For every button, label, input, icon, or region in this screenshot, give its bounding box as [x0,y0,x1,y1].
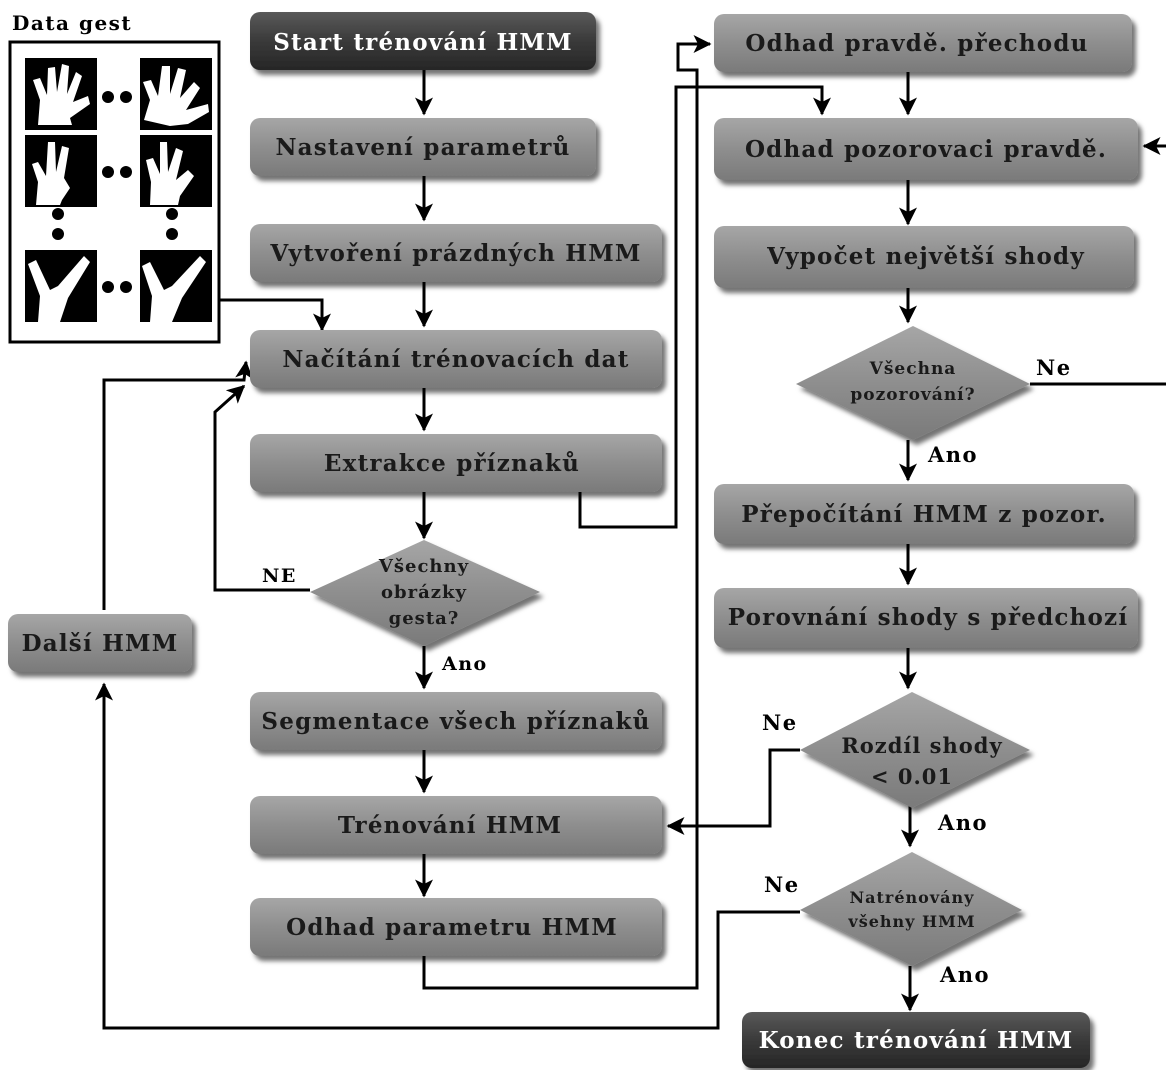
decision-images-line1: Všechny [378,556,469,577]
edge-next-load [102,360,254,610]
hand-image-5 [25,250,97,322]
box-next-label: Další HMM [22,630,179,657]
connectors [95,35,1166,1030]
label-ano-trained: Ano [939,962,990,987]
decision-trained: Natrénovány všehny HMM [800,852,1022,966]
box-match: Vypočet největší shody [714,226,1134,288]
box-next: Další HMM [8,614,192,672]
box-segment-label: Segmentace všech příznaků [261,708,650,735]
box-compare: Porovnání shody s předchozí [714,588,1138,648]
hand-image-3 [25,135,97,207]
box-estimate-label: Odhad parametru HMM [286,914,618,941]
label-ne-difference: Ne [762,710,798,735]
decision-observations-line2: pozorování? [850,385,975,405]
edge-ne-loop [213,384,310,592]
box-create: Vytvoření prázdných HMM [250,224,662,282]
data-gest-title: Data gest [12,11,132,35]
box-extract-label: Extrakce příznaků [324,450,580,477]
box-load-label: Načítání trénovacích dat [282,346,629,373]
box-start-label: Start trénování HMM [273,29,573,56]
box-load: Načítání trénovacích dat [250,330,662,388]
decision-difference-line2: < 0.01 [871,764,953,789]
decision-images: Všechny obrázky gesta? [310,540,540,646]
box-recalc: Přepočítání HMM z pozor. [714,484,1134,544]
hand-image-1 [25,58,97,130]
data-gest-panel [8,40,221,344]
box-recalc-label: Přepočítání HMM z pozor. [741,501,1107,528]
hand-image-2 [140,58,212,130]
edge-diff-train [666,748,800,835]
label-ano-difference: Ano [937,810,988,835]
label-ano-observations: Ano [927,442,978,467]
box-create-label: Vytvoření prázdných HMM [269,240,641,267]
decision-images-line3: gesta? [389,608,460,629]
box-params-label: Nastavení parametrů [275,134,570,161]
decision-observations: Všechna pozorování? [796,326,1030,440]
edge-data-load [219,298,331,332]
label-ne-images: NE [262,565,297,587]
hand-image-4 [140,135,212,207]
box-match-label: Vypočet největší shody [766,243,1085,270]
hand-image-6 [140,250,212,322]
box-end-label: Konec trénování HMM [759,1027,1074,1054]
box-start: Start trénování HMM [250,12,596,70]
box-train: Trénování HMM [250,796,662,854]
box-end: Konec trénování HMM [742,1012,1090,1068]
decision-difference-line1: Rozdíl shody [841,733,1002,758]
ellipsis-dots [52,91,178,293]
label-ne-trained: Ne [764,872,800,897]
box-obs: Odhad pozorovaci pravdě. [714,118,1138,180]
label-ano-images: Ano [441,653,488,675]
edge-estimate-trans [422,35,712,990]
decision-images-line2: obrázky [381,582,467,603]
box-train-label: Trénování HMM [338,812,562,839]
box-trans-label: Odhad pravdě. přechodu [745,30,1088,57]
box-params: Nastavení parametrů [250,118,596,176]
decision-difference: Rozdíl shody < 0.01 [800,692,1030,808]
box-estimate: Odhad parametru HMM [250,898,662,956]
decision-trained-line1: Natrénovány [850,888,975,907]
edge-extract-obs [578,85,831,529]
box-compare-label: Porovnání shody s předchozí [728,604,1129,631]
box-obs-label: Odhad pozorovaci pravdě. [745,136,1107,163]
box-trans: Odhad pravdě. přechodu [714,14,1132,72]
label-ne-observations: Ne [1036,355,1072,380]
box-segment: Segmentace všech příznaků [250,692,662,750]
decision-observations-line1: Všechna [869,359,957,379]
edge-trained-next [95,682,800,1030]
box-extract: Extrakce příznaků [250,434,662,492]
decision-trained-line2: všehny HMM [847,912,975,931]
